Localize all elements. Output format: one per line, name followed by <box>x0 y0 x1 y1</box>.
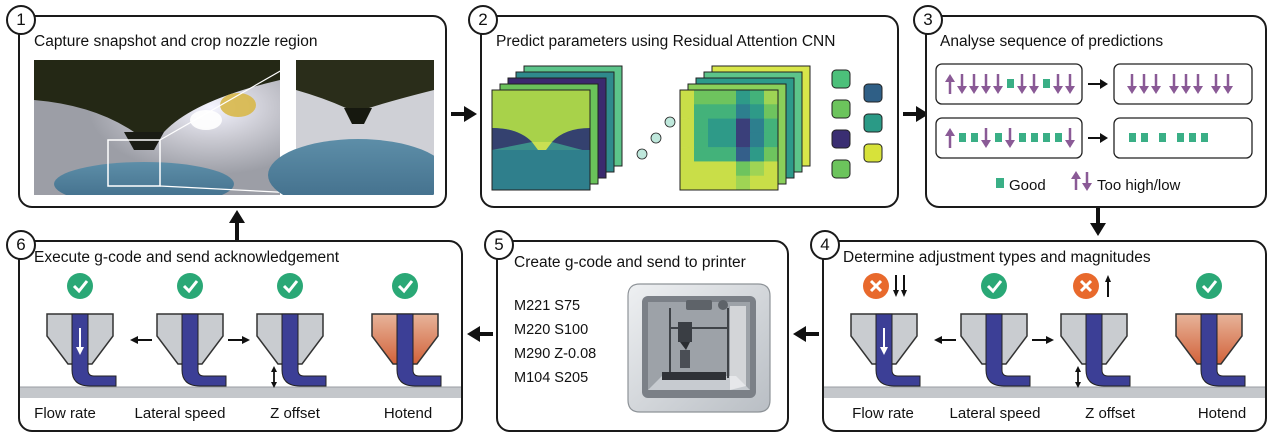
cnn-feature-maps <box>491 65 883 191</box>
step-number-1: 1 <box>6 5 36 35</box>
step-title-5: Create g-code and send to printer <box>514 254 746 271</box>
panel-analyse <box>925 15 1267 208</box>
adjustment-illustrations <box>824 273 1265 398</box>
param-label-flow-rate: Flow rate <box>34 405 96 422</box>
step-title-3: Analyse sequence of predictions <box>940 33 1164 50</box>
printer-icon <box>627 283 771 413</box>
execution-illustrations <box>20 273 461 398</box>
step-title-4: Determine adjustment types and magnitude… <box>843 249 1151 266</box>
step-number-6: 6 <box>6 230 36 260</box>
gcode-line: M220 S100 <box>514 322 589 338</box>
gcode-line: M221 S75 <box>514 298 581 314</box>
param-label-hotend: Hotend <box>1197 405 1247 422</box>
nozzle-snapshot-image <box>34 60 434 195</box>
flow-arrow-6-1 <box>229 210 245 240</box>
flow-arrow-3-4 <box>1090 208 1106 236</box>
step-number-2: 2 <box>468 5 498 35</box>
step-number-5: 5 <box>484 230 514 260</box>
flow-arrow-4-5 <box>793 326 819 342</box>
step-number-3: 3 <box>913 5 943 35</box>
gcode-line: M104 S205 <box>514 370 589 386</box>
legend-bad-label: Too high/low <box>1097 177 1181 194</box>
flow-arrow-5-6 <box>467 326 493 342</box>
param-label-flow-rate: Flow rate <box>852 405 914 422</box>
param-label-hotend: Hotend <box>383 405 433 422</box>
flow-arrow-1-2 <box>451 106 477 122</box>
param-label-z-offset: Z offset <box>1085 405 1135 422</box>
param-label-lateral-speed: Lateral speed <box>949 405 1041 422</box>
step-number-4: 4 <box>810 230 840 260</box>
gcode-line: M290 Z-0.08 <box>514 346 597 362</box>
legend-bad-marker <box>1071 171 1092 191</box>
param-label-lateral-speed: Lateral speed <box>134 405 226 422</box>
step-title-2: Predict parameters using Residual Attent… <box>496 33 836 50</box>
param-label-z-offset: Z offset <box>270 405 320 422</box>
step-title-6: Execute g-code and send acknowledgement <box>34 249 340 266</box>
legend-good-label: Good <box>1009 177 1046 194</box>
step-title-1: Capture snapshot and crop nozzle region <box>34 33 318 50</box>
flow-arrow-2-3 <box>903 106 929 122</box>
gcode-list: M221 S75 M220 S100 M290 Z-0.08 M104 S205 <box>514 294 596 390</box>
legend-good-marker <box>996 178 1004 188</box>
prediction-sequences <box>935 63 1253 191</box>
